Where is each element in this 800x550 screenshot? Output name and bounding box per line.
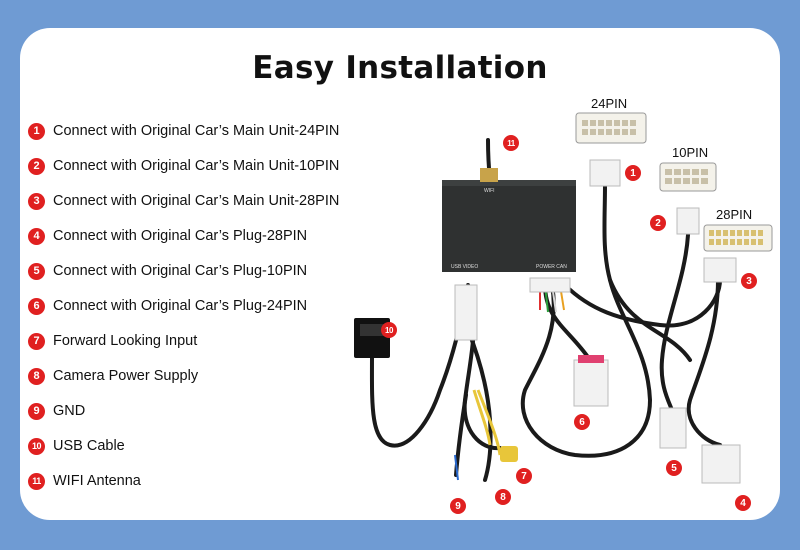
marker-8: 8: [495, 489, 511, 505]
marker-2: 2: [650, 215, 666, 231]
list-item: 8 Camera Power Supply: [28, 364, 198, 388]
power-harness-plug: [529, 277, 571, 293]
number-badge: 3: [28, 192, 45, 210]
list-item: 9 GND: [28, 399, 85, 423]
item-text: GND: [53, 403, 86, 419]
connector-28pin-image: [703, 224, 773, 252]
marker-1: 1: [625, 165, 641, 181]
label-power-can: POWER CAN: [536, 264, 567, 270]
number-badge: 5: [28, 262, 45, 280]
cable-loop: [608, 278, 692, 362]
cable-28pin-main: [563, 278, 722, 328]
list-item: 4 Connect with Original Car’s Plug-28PIN: [28, 224, 307, 248]
yellow-wires: [472, 389, 502, 456]
list-item: 7 Forward Looking Input: [28, 329, 197, 353]
label-24pin: 24PIN: [591, 96, 628, 111]
marker-11: 11: [503, 135, 519, 151]
connector-2: [676, 207, 700, 235]
item-text: Forward Looking Input: [53, 333, 198, 349]
marker-10: 10: [381, 322, 397, 338]
label-wifi: WIFI: [484, 188, 495, 194]
marker-3: 3: [741, 273, 757, 289]
cable-gnd: [454, 393, 468, 477]
rca-connector: [500, 446, 518, 462]
item-text: USB Cable: [53, 438, 125, 454]
connector-3: [703, 257, 737, 283]
marker-7: 7: [516, 468, 532, 484]
number-badge: 10: [28, 437, 45, 455]
list-item: 10 USB Cable: [28, 434, 125, 458]
item-text: Connect with Original Car’s Main Unit-10…: [53, 158, 340, 174]
item-text: Connect with Original Car’s Plug-24PIN: [53, 298, 308, 314]
interface-box: [442, 180, 576, 272]
item-text: WIFI Antenna: [53, 473, 141, 489]
list-item: 3 Connect with Original Car’s Main Unit-2…: [28, 189, 339, 213]
number-badge: 4: [28, 227, 45, 245]
number-badge: 8: [28, 367, 45, 385]
item-text: Connect with Original Car’s Plug-10PIN: [53, 263, 308, 279]
item-text: Connect with Original Car’s Plug-28PIN: [53, 228, 308, 244]
cable-28pin-plug: [686, 278, 722, 447]
list-item: 1 Connect with Original Car’s Main Unit-2…: [28, 119, 339, 143]
cable-usb: [369, 283, 470, 448]
antenna-connector: [480, 168, 498, 182]
info-card: [20, 28, 780, 520]
label-usb-video: USB VIDEO: [451, 264, 479, 270]
item-text: Connect with Original Car’s Main Unit-28…: [53, 193, 340, 209]
list-item: 11 WIFI Antenna: [28, 469, 141, 493]
video-harness-plug: [454, 284, 478, 341]
connector-1: [589, 159, 621, 187]
marker-6: 6: [574, 414, 590, 430]
list-item: 5 Connect with Original Car’s Plug-10PIN: [28, 259, 307, 283]
marker-4: 4: [735, 495, 751, 511]
connector-4: [701, 444, 741, 484]
number-badge: 9: [28, 402, 45, 420]
list-item: 6 Connect with Original Car’s Plug-24PIN: [28, 294, 307, 318]
connector-6: [573, 359, 609, 407]
label-10pin: 10PIN: [672, 145, 709, 160]
page-title: Easy Installation: [252, 50, 548, 86]
cable-10pin: [659, 233, 690, 412]
connector-5: [659, 407, 687, 449]
list-item: 2 Connect with Original Car’s Main Unit-1…: [28, 154, 339, 178]
number-badge: 1: [28, 122, 45, 140]
connector-24pin-image: [575, 112, 647, 144]
item-text: Connect with Original Car’s Main Unit-24…: [53, 123, 340, 139]
connector-10pin-image: [659, 162, 717, 192]
label-28pin: 28PIN: [716, 207, 753, 222]
marker-5: 5: [666, 460, 682, 476]
marker-9: 9: [450, 498, 466, 514]
item-text: Camera Power Supply: [53, 368, 199, 384]
number-badge: 7: [28, 332, 45, 350]
number-badge: 11: [28, 472, 45, 490]
number-badge: 2: [28, 157, 45, 175]
number-badge: 6: [28, 297, 45, 315]
